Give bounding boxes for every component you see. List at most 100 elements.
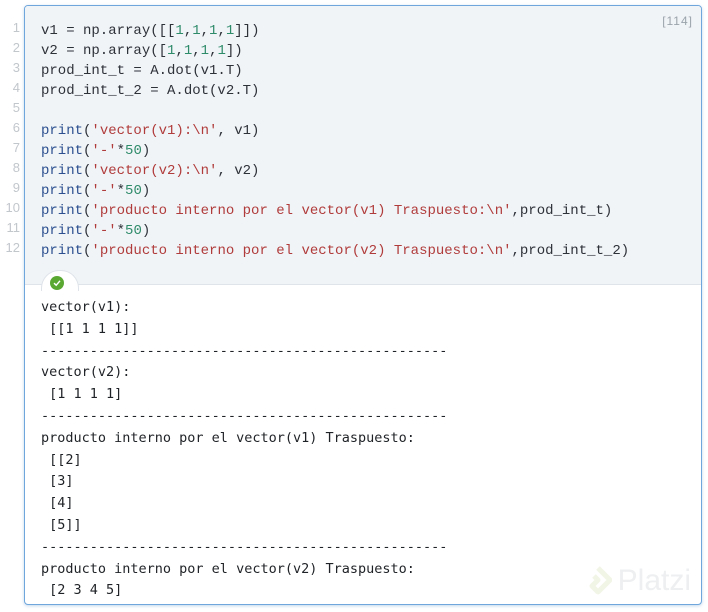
code-line: prod_int_t_2 = A.dot(v2.T): [41, 81, 629, 101]
output-line: vector(v2):: [41, 364, 131, 381]
output-line: vector(v1):: [41, 299, 131, 315]
output-line: [2 3 4 5]: [41, 582, 123, 599]
code-token: 50: [125, 183, 142, 199]
code-token: ,: [192, 43, 201, 59]
line-number: 11: [6, 220, 21, 235]
code-token: print: [41, 163, 84, 179]
check-circle-icon: [50, 276, 64, 290]
output-line: producto interno por el vector(v2) Trasp…: [41, 560, 415, 577]
output-line: ----------------------------------------…: [41, 407, 448, 424]
code-token: 1: [200, 43, 210, 59]
code-token: 1: [217, 43, 226, 59]
watermark-text: Platzi: [617, 564, 691, 597]
line-number: 6: [12, 120, 20, 135]
code-token: prod_int_t = A.dot(v1.T): [41, 63, 243, 79]
code-token: print: [41, 143, 84, 159]
code-token: ,: [217, 23, 226, 39]
code-token: 1: [192, 23, 201, 39]
code-line: prod_int_t = A.dot(v1.T): [41, 61, 629, 81]
cell-output: vector(v1): [[1 1 1 1]] -----------------…: [41, 297, 447, 602]
code-token: (: [83, 223, 92, 239]
output-line: ----------------------------------------…: [41, 538, 448, 555]
code-token: ]]): [234, 23, 260, 39]
code-token: '-': [91, 223, 117, 239]
code-line: print('-'*50): [41, 221, 629, 241]
code-token: 1: [209, 23, 218, 39]
line-number: 8: [12, 160, 20, 175]
code-token: ,: [209, 43, 218, 59]
platzi-watermark: Platzi: [584, 564, 691, 598]
code-token: (: [83, 143, 92, 159]
code-line: v2 = np.array([1,1,1,1]): [41, 41, 629, 61]
code-token: (: [83, 163, 92, 179]
output-line: [5]]: [41, 516, 82, 533]
line-number: 5: [12, 100, 20, 115]
code-token: print: [41, 223, 84, 239]
code-token: print: [41, 183, 84, 199]
line-number: 10: [5, 200, 20, 215]
notebook-cell[interactable]: [114] v1 = np.array([[1,1,1,1]])v2 = np.…: [24, 5, 702, 605]
line-number: 3: [12, 60, 20, 75]
code-token: print: [41, 123, 84, 139]
code-token: 1: [225, 23, 235, 39]
code-token: ,: [183, 23, 193, 39]
code-token: *: [116, 223, 126, 239]
code-token: ]): [225, 43, 243, 59]
code-token: ): [141, 223, 151, 239]
code-token: ,: [200, 23, 210, 39]
output-line: [1 1 1 1]: [41, 386, 123, 403]
code-token: '-': [91, 183, 117, 199]
line-number: 1: [12, 20, 20, 35]
execution-count: [114]: [662, 14, 693, 28]
code-token: print: [41, 243, 84, 259]
code-line: print('-'*50): [41, 141, 629, 161]
code-token: 'producto interno por el vector(v2) Tras…: [91, 243, 512, 259]
code-token: ,: [175, 43, 184, 59]
code-token: (: [83, 203, 92, 219]
code-token: , v1): [217, 123, 260, 139]
code-token: v1 = np.array([[: [41, 23, 176, 39]
code-token: ,prod_int_t): [511, 203, 613, 219]
line-number: 2: [12, 40, 20, 55]
code-token: 'producto interno por el vector(v1) Tras…: [91, 203, 512, 219]
code-token: prod_int_t_2 = A.dot(v2.T): [41, 83, 260, 99]
code-line: v1 = np.array([[1,1,1,1]]): [41, 21, 629, 41]
line-number: 12: [5, 240, 20, 255]
output-line: [[2]: [41, 451, 82, 468]
line-number: 4: [12, 80, 20, 95]
output-line: [3]: [41, 473, 74, 490]
platzi-logo-icon: [589, 566, 612, 595]
output-line: ----------------------------------------…: [41, 342, 448, 359]
code-token: '-': [91, 143, 117, 159]
code-token: 50: [125, 223, 142, 239]
code-token: ): [141, 143, 151, 159]
code-line: print('vector(v2):\n', v2): [41, 161, 629, 181]
output-line: [[1 1 1 1]]: [41, 320, 139, 337]
code-editor[interactable]: v1 = np.array([[1,1,1,1]])v2 = np.array(…: [41, 21, 629, 261]
code-token: (: [83, 183, 92, 199]
code-token: 'vector(v1):\n': [91, 123, 218, 139]
line-number: 9: [12, 180, 20, 195]
code-input-area[interactable]: [114] v1 = np.array([[1,1,1,1]])v2 = np.…: [25, 6, 701, 285]
code-token: v2 = np.array([: [41, 43, 168, 59]
code-line: [41, 101, 629, 121]
code-token: ,prod_int_t_2): [511, 243, 630, 259]
code-token: 1: [183, 43, 193, 59]
code-token: 'vector(v2):\n': [91, 163, 218, 179]
code-token: print: [41, 203, 84, 219]
code-token: *: [116, 143, 126, 159]
code-line: print('vector(v1):\n', v1): [41, 121, 629, 141]
code-token: *: [116, 183, 126, 199]
code-token: 1: [167, 43, 176, 59]
code-line: print('-'*50): [41, 181, 629, 201]
code-token: ): [141, 183, 151, 199]
code-line: print('producto interno por el vector(v1…: [41, 201, 629, 221]
code-line: print('producto interno por el vector(v2…: [41, 241, 629, 261]
code-token: 1: [175, 23, 184, 39]
code-token: (: [83, 123, 92, 139]
code-token: (: [83, 243, 92, 259]
output-line: [4]: [41, 495, 74, 512]
code-token: 50: [125, 143, 142, 159]
code-token: , v2): [217, 163, 260, 179]
